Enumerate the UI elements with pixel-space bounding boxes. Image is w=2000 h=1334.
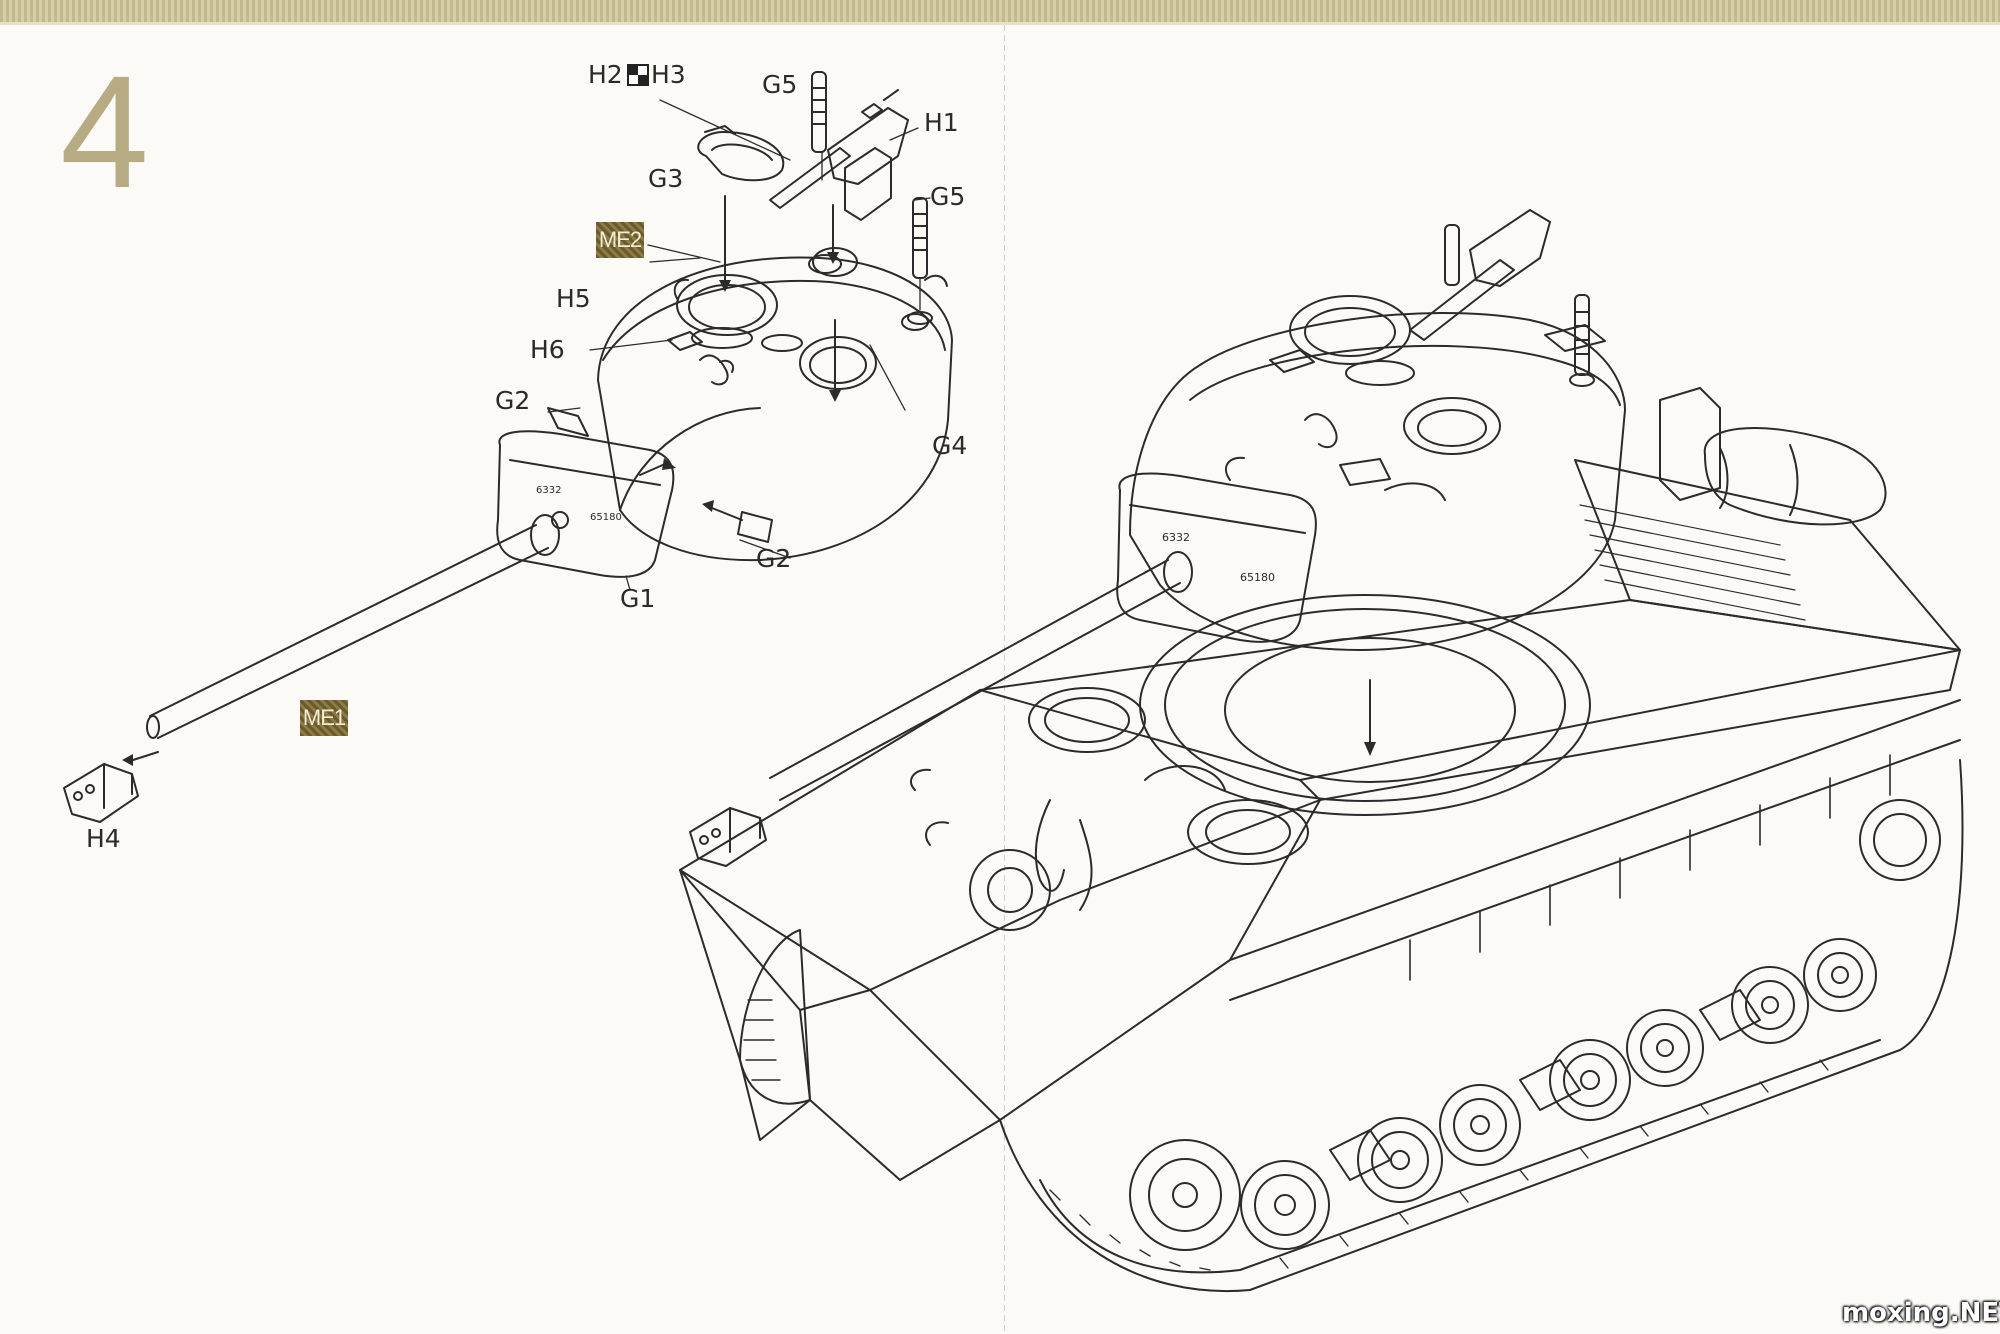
step-number: 4	[60, 42, 149, 221]
top-gold-border	[0, 0, 2000, 22]
label-h6: H6	[530, 335, 565, 364]
label-h4: H4	[86, 824, 121, 853]
label-g4: G4	[932, 431, 968, 460]
mantlet-serial-exploded: 65180	[590, 512, 622, 523]
top-border-line	[0, 22, 2000, 25]
assembled-tank	[679, 209, 1964, 1292]
label-me1-badge: ME1	[300, 700, 348, 736]
label-me2-badge: ME2	[596, 222, 644, 258]
watermark: moxing.NET	[1842, 1298, 2000, 1328]
label-g5-right: G5	[930, 182, 966, 211]
exploded-turret	[63, 71, 953, 823]
mantlet-serial-assembled: 65180	[1240, 571, 1275, 584]
label-g2-left: G2	[495, 386, 531, 415]
label-g5-top: G5	[762, 70, 798, 99]
page-fold-line	[1004, 25, 1005, 1334]
mantlet-number-assembled: 6332	[1162, 531, 1190, 544]
label-h2: H2	[588, 60, 623, 89]
part-pair-icon	[627, 64, 649, 86]
label-g3: G3	[648, 164, 684, 193]
label-g1: G1	[620, 584, 656, 613]
label-h5: H5	[556, 284, 591, 313]
label-h3: H3	[651, 60, 686, 89]
label-h1: H1	[924, 108, 959, 137]
label-g2-right: G2	[756, 544, 792, 573]
mantlet-number-exploded: 6332	[536, 485, 562, 496]
